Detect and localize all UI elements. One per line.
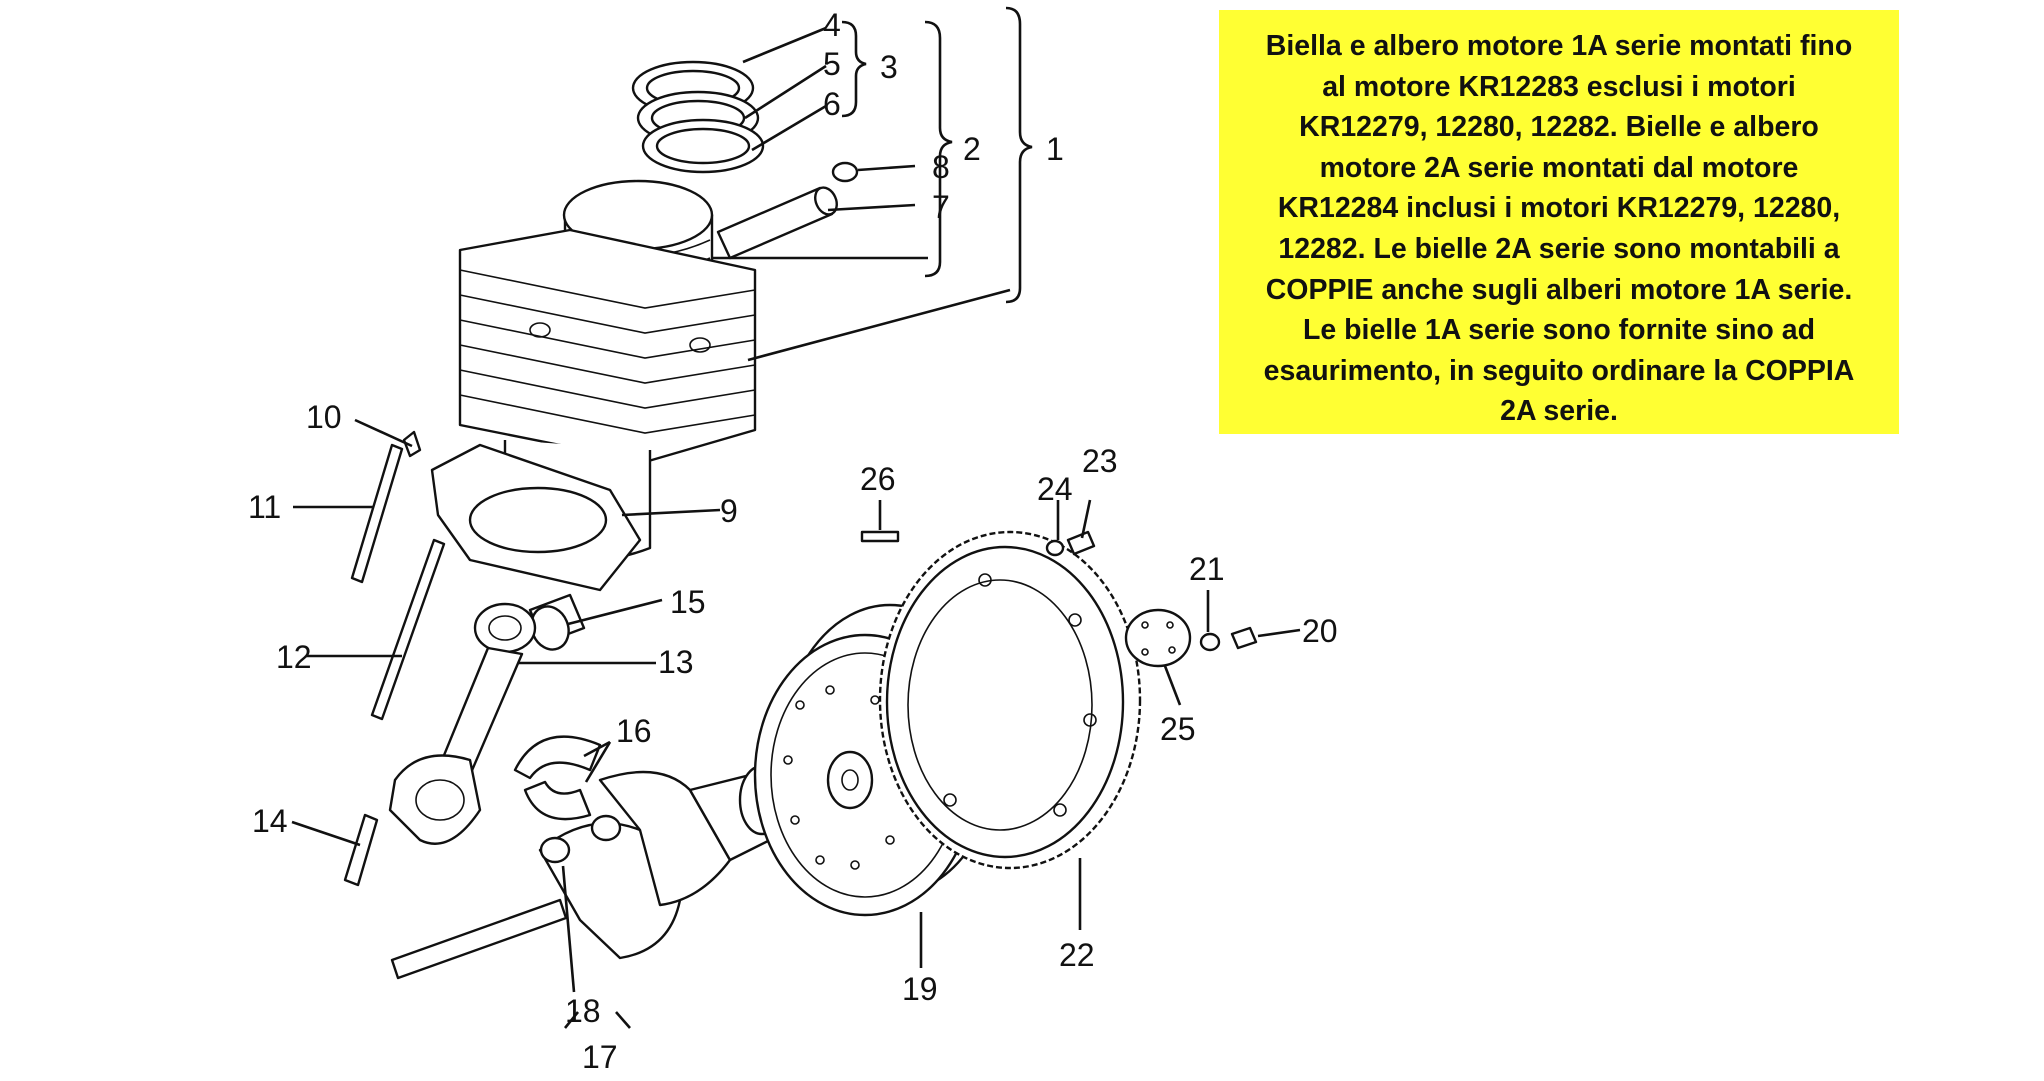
callout-8: 8: [932, 149, 950, 185]
callout-19: 19: [902, 971, 938, 1007]
piston-rings: [631, 60, 765, 174]
callout-10: 10: [306, 399, 342, 435]
callout-7: 7: [932, 189, 950, 225]
note-line: 2A serie.: [1500, 395, 1618, 428]
note-line: al motore KR12283 esclusi i motori: [1322, 70, 1796, 103]
big-end-shells: [513, 735, 602, 821]
callout-15: 15: [670, 584, 706, 620]
callout-16: 16: [616, 713, 652, 749]
small-end-bush: [528, 593, 586, 651]
drive-flange: [1124, 608, 1192, 668]
flange-bolt: [1230, 626, 1258, 650]
gear-washer: [1045, 539, 1065, 557]
callout-23: 23: [1082, 443, 1118, 479]
note-line: 12282. Le bielle 2A serie sono montabili…: [1278, 232, 1840, 265]
callout-17: 17: [582, 1039, 618, 1075]
callout-4: 4: [823, 7, 841, 43]
callout-22: 22: [1059, 937, 1095, 973]
dowel-pin: [402, 430, 422, 458]
callout-21: 21: [1189, 551, 1225, 587]
circlip: [831, 161, 859, 183]
callout-12: 12: [276, 639, 312, 675]
note-line: Le bielle 1A serie sono fornite sino ad: [1302, 314, 1816, 347]
callout-labels: 1 2 3 4 5 6 7 8 9 10 11 12 13 14 15 16 1…: [248, 7, 1338, 1075]
note-line: esaurimento, in seguito ordinare la COPP…: [1263, 354, 1855, 387]
note-line: motore 2A serie montati dal motore: [1319, 151, 1799, 184]
parts-note: Biella e albero motore 1A serie montati …: [1219, 10, 1899, 434]
connecting-rod: [388, 602, 537, 845]
shaft-key: [860, 530, 900, 543]
leader-lines: [291, 6, 1301, 1029]
note-line: KR12284 inclusi i motori KR12279, 12280,: [1277, 192, 1841, 225]
gear-bolt: [1066, 530, 1096, 556]
callout-20: 20: [1302, 613, 1338, 649]
callout-11: 11: [248, 489, 281, 525]
note-line: Biella e albero motore 1A serie montati …: [1265, 30, 1853, 62]
callout-1: 1: [1046, 131, 1064, 167]
gudgeon-pin: [716, 186, 838, 260]
ring-gear: [878, 530, 1142, 870]
callout-5: 5: [823, 46, 841, 82]
callout-13: 13: [658, 644, 694, 680]
rod-bolt: [343, 813, 379, 887]
callout-26: 26: [860, 461, 896, 497]
callout-3: 3: [880, 49, 898, 85]
cylinder-stud-short: [350, 443, 404, 584]
note-line: KR12279, 12280, 12282. Bielle e albero: [1299, 111, 1819, 144]
base-gasket: [430, 443, 642, 592]
callout-18: 18: [565, 993, 601, 1029]
callout-6: 6: [823, 86, 841, 122]
cylinder-stud-long: [370, 538, 446, 721]
crank-bearing: [539, 836, 571, 864]
callout-9: 9: [720, 493, 738, 529]
callout-25: 25: [1160, 711, 1196, 747]
flange-washer: [1199, 632, 1221, 652]
callout-14: 14: [252, 803, 288, 839]
callout-24: 24: [1037, 471, 1073, 507]
callout-2: 2: [963, 131, 981, 167]
note-line: COPPIE anche sugli alberi motore 1A seri…: [1265, 273, 1853, 306]
